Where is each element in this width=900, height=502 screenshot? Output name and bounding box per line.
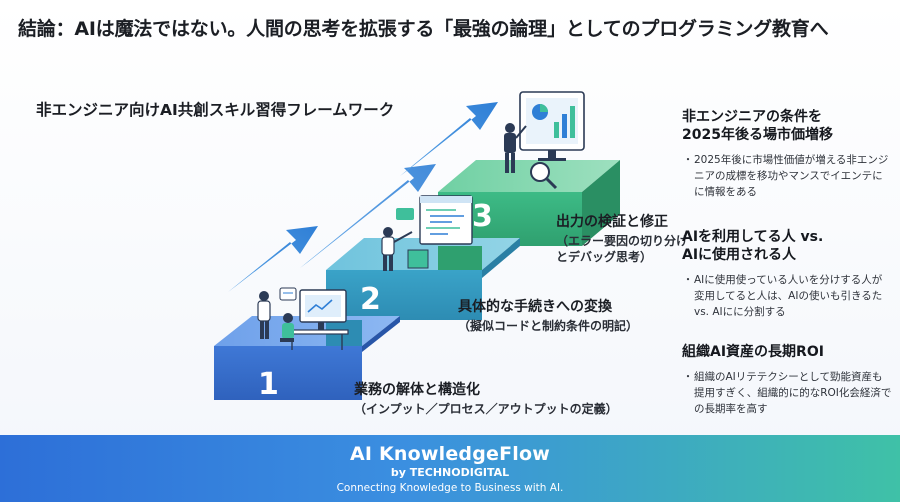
step-2-sub: （擬似コードと制約条件の明記） <box>458 319 639 333</box>
step-1-number: 1 <box>258 367 279 402</box>
step-3-number: 3 <box>472 199 493 234</box>
step-3-title: 出力の検証と修正 <box>556 214 668 230</box>
brand-tagline: Connecting Knowledge to Business with AI… <box>336 482 564 494</box>
footer-banner: AI KnowledgeFlow by TECHNODIGITAL Connec… <box>0 435 900 502</box>
side-note-2-body: AIに使用使っている人いを分けする人が変用してると人は、AIの使いも引きるたvs… <box>694 274 883 318</box>
side-note-1: 非エンジニアの条件を 2025年後る場市価増移 ・2025年後に市場性価値が増え… <box>682 108 892 200</box>
staircase-diagram: 1 2 3 <box>214 91 620 402</box>
framework-title: 非エンジニア向けAI共創スキル習得フレームワーク <box>36 101 395 119</box>
magnifier-icon <box>530 162 558 190</box>
side-note-3-body: 組織のAIリテテクシーとして勁能資産も提用すぎく、組織的に的なROI化会経済での… <box>694 371 892 415</box>
step-3-label: 出力の検証と修正 （エラー要因の切り分け とデバッグ思考） <box>556 211 688 265</box>
side-note-1-title-2: 2025年後る場市価増移 <box>682 127 833 143</box>
step-1-sub: （インプット／プロセス／アウトプットの定義） <box>354 402 618 416</box>
riser-3 <box>438 246 482 270</box>
step-1-title: 業務の解体と構造化 <box>354 382 480 398</box>
step-2-number: 2 <box>360 282 381 317</box>
chart-monitor-icon <box>519 91 585 161</box>
headline: 結論：AIは魔法ではない。人間の思考を拡張する「最強の論理」としてのプログラミン… <box>18 18 829 40</box>
brand-by: by TECHNODIGITAL <box>390 466 510 479</box>
step-2-label: 具体的な手続きへの変換 （擬似コードと制約条件の明記） <box>458 296 638 334</box>
person-at-desk-icon <box>257 287 349 350</box>
side-note-2-title-1: AIを利用してる人 vs. <box>682 229 824 245</box>
brand-name: AI KnowledgeFlow <box>349 443 551 465</box>
side-note-2-title-2: AIに使用される人 <box>682 247 797 263</box>
presenter-icon <box>504 123 527 173</box>
side-note-1-title-1: 非エンジニアの条件を <box>682 109 822 125</box>
step-3-sub-1: （エラー要因の切り分け <box>556 234 689 248</box>
code-window-icon <box>396 195 473 269</box>
step-2-title: 具体的な手続きへの変換 <box>458 299 612 315</box>
side-note-3: 組織AI資産の長期ROI ・組織のAIリテテクシーとして勁能資産も提用すぎく、組… <box>682 343 892 417</box>
step-3-sub-2: とデバッグ思考） <box>556 250 653 264</box>
side-note-2: AIを利用してる人 vs. AIに使用される人 ・AIに使用使っている人いを分け… <box>682 228 892 320</box>
side-note-2-text: ・AIに使用使っている人いを分けする人が変用してると人は、AIの使いも引きるたv… <box>682 272 892 320</box>
analyst-with-screen-icon <box>381 227 413 271</box>
side-note-3-text: ・組織のAIリテテクシーとして勁能資産も提用すぎく、組織的に的なROI化会経済で… <box>682 371 892 415</box>
side-note-3-title-1: 組織AI資産の長期ROI <box>682 344 824 360</box>
side-note-1-body: 2025年後に市場性価値が増える非エンジニアの成標を移功やマンスでイエンテにに情… <box>694 154 889 198</box>
growth-arrow-icon <box>228 102 498 292</box>
step-1-label: 業務の解体と構造化 （インプット／プロセス／アウトプットの定義） <box>354 379 618 417</box>
side-note-1-text: ・2025年後に市場性価値が増える非エンジニアの成標を移功やマンスでイエンテにに… <box>682 152 892 200</box>
